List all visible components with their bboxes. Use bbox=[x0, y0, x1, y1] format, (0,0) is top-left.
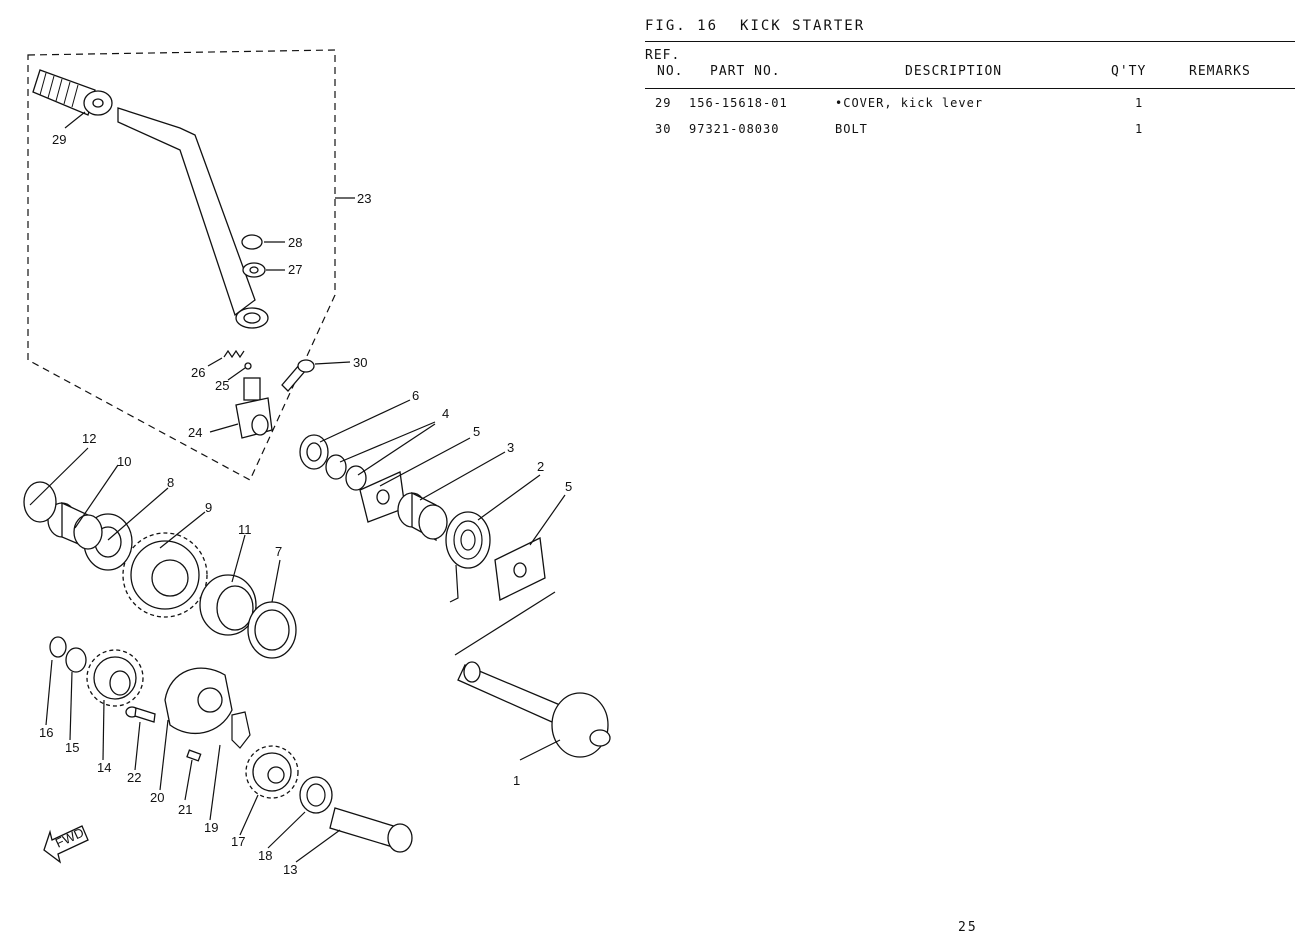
circlip-12-part bbox=[23, 481, 57, 523]
header-remarks: REMARKS bbox=[1189, 64, 1251, 79]
table-row: 29 156-15618-01 •COVER, kick lever 1 bbox=[645, 89, 1295, 115]
collar-part bbox=[47, 501, 103, 550]
figure-title: KICK STARTER bbox=[740, 18, 866, 34]
page-number: 25 bbox=[958, 920, 978, 935]
row-qty: 1 bbox=[1135, 96, 1144, 110]
figure-label: FIG. 16 bbox=[645, 18, 719, 34]
row-ref: 30 bbox=[655, 122, 672, 136]
callout-29: 29 bbox=[52, 132, 66, 147]
callout-5a: 5 bbox=[473, 424, 480, 439]
spring-18-part bbox=[299, 776, 333, 814]
row-description: BOLT bbox=[835, 122, 868, 136]
clip-19-part bbox=[231, 711, 251, 749]
circlip-4a-part bbox=[325, 454, 347, 480]
row-qty: 1 bbox=[1135, 122, 1144, 136]
circlip-16-part bbox=[49, 636, 67, 658]
fwd-arrow-icon: FWD bbox=[43, 825, 89, 864]
header-part-no: PART NO. bbox=[710, 64, 781, 79]
callout-25: 25 bbox=[215, 378, 229, 393]
callout-10: 10 bbox=[117, 454, 131, 469]
header-rule-bottom bbox=[645, 88, 1295, 89]
callout-23: 23 bbox=[357, 191, 371, 206]
pin-21-part bbox=[186, 749, 202, 762]
washer-15-part bbox=[65, 647, 87, 673]
callout-24: 24 bbox=[188, 425, 202, 440]
kick-gear-part bbox=[122, 532, 208, 618]
callout-11: 11 bbox=[238, 522, 252, 537]
ratchet-guide-part bbox=[164, 667, 233, 735]
callout-8: 8 bbox=[167, 475, 174, 490]
grip-cover-part bbox=[32, 69, 113, 116]
row-ref: 29 bbox=[655, 96, 672, 110]
callout-2: 2 bbox=[537, 459, 544, 474]
row-part-no: 156-15618-01 bbox=[689, 96, 788, 110]
header-ref-top: REF. bbox=[645, 48, 681, 63]
callout-13: 13 bbox=[283, 862, 297, 877]
callout-18: 18 bbox=[258, 848, 272, 863]
callout-numbers: 1 2 3 4 5 5 6 7 8 9 10 11 12 13 14 15 16… bbox=[39, 132, 572, 877]
kick-boss-part bbox=[235, 377, 273, 439]
callout-17: 17 bbox=[231, 834, 245, 849]
kick-lever-assembly-outline bbox=[27, 49, 336, 481]
callout-12: 12 bbox=[82, 431, 96, 446]
callout-30: 30 bbox=[353, 355, 367, 370]
row-part-no: 97321-08030 bbox=[689, 122, 780, 136]
callout-14: 14 bbox=[97, 760, 111, 775]
leader-lines bbox=[29, 197, 566, 863]
callout-27: 27 bbox=[288, 262, 302, 277]
callout-15: 15 bbox=[65, 740, 79, 755]
circlip-4b-part bbox=[345, 465, 367, 491]
callout-5b: 5 bbox=[565, 479, 572, 494]
gear-17-part bbox=[245, 745, 299, 799]
bearing-part bbox=[199, 574, 257, 636]
bolt-part bbox=[281, 359, 315, 392]
table-header: REF. NO. PART NO. DESCRIPTION Q'TY REMAR… bbox=[645, 42, 1295, 88]
callout-20: 20 bbox=[150, 790, 164, 805]
exploded-diagram: FWD 1 2 3 4 5 5 bbox=[0, 0, 640, 950]
kick-starter-drawing: FWD 1 2 3 4 5 5 bbox=[23, 49, 611, 877]
callout-6: 6 bbox=[412, 388, 419, 403]
callout-9: 9 bbox=[205, 500, 212, 515]
callout-28: 28 bbox=[288, 235, 302, 250]
table-row: 30 97321-08030 BOLT 1 bbox=[645, 115, 1295, 141]
circlip-part bbox=[241, 234, 263, 250]
header-qty: Q'TY bbox=[1111, 64, 1147, 79]
torsion-spring-part bbox=[445, 511, 491, 603]
spring-part bbox=[223, 349, 245, 359]
shaft-13-part bbox=[329, 807, 413, 853]
header-rule-top bbox=[645, 41, 1295, 42]
callout-3: 3 bbox=[507, 440, 514, 455]
callout-21: 21 bbox=[178, 802, 192, 817]
callout-19: 19 bbox=[204, 820, 218, 835]
callout-7: 7 bbox=[275, 544, 282, 559]
kick-lever-arm-part bbox=[117, 107, 269, 329]
header-ref-bottom: NO. bbox=[657, 64, 684, 79]
spring-guide-part bbox=[397, 491, 448, 542]
row-description: •COVER, kick lever bbox=[835, 96, 984, 110]
header-description: DESCRIPTION bbox=[905, 64, 1003, 79]
callout-16: 16 bbox=[39, 725, 53, 740]
figure-heading: FIG. 16 KICK STARTER bbox=[645, 18, 1295, 40]
callout-26: 26 bbox=[191, 365, 205, 380]
callout-4: 4 bbox=[442, 406, 449, 421]
callout-22: 22 bbox=[127, 770, 141, 785]
kick-axle-part bbox=[457, 661, 611, 758]
parts-catalog: FIG. 16 KICK STARTER REF. NO. PART NO. D… bbox=[645, 18, 1295, 141]
bolt-22-part bbox=[125, 706, 156, 723]
ball-part bbox=[244, 362, 252, 370]
callout-1: 1 bbox=[513, 773, 520, 788]
table-body: 29 156-15618-01 •COVER, kick lever 1 30 … bbox=[645, 89, 1295, 141]
gear-14-part bbox=[86, 649, 144, 707]
